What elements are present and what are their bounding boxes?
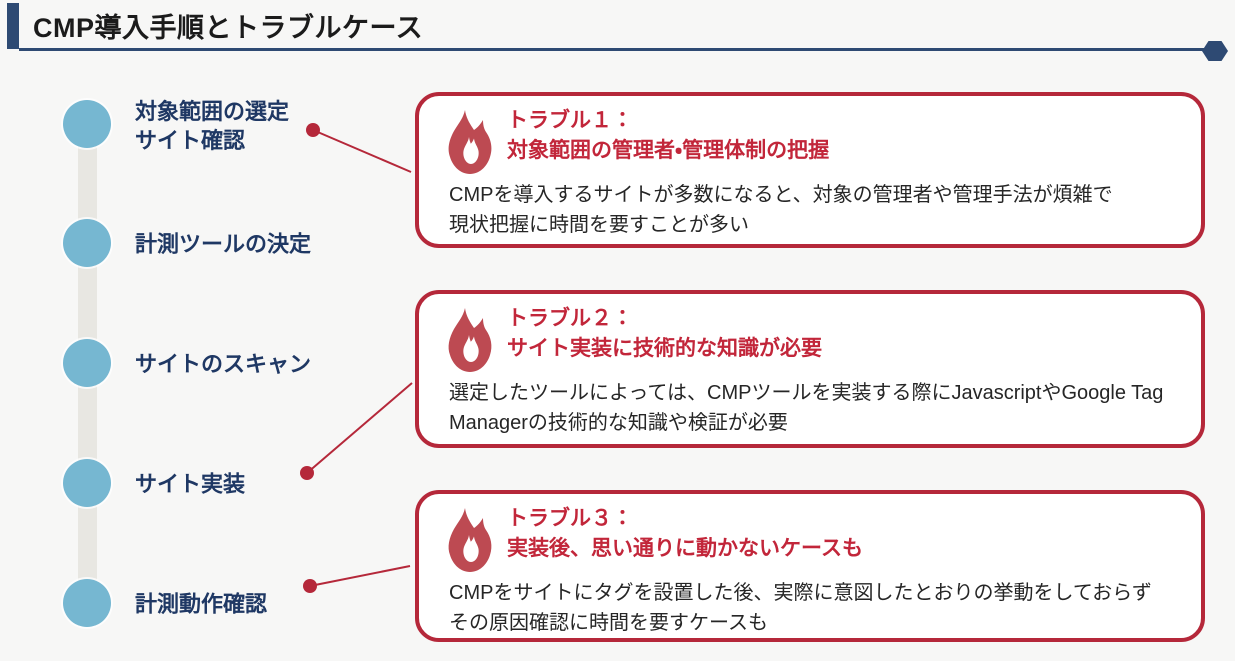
hexagon-icon (1202, 41, 1228, 61)
step-label-1: 対象範囲の選定 サイト確認 (135, 99, 290, 153)
fire-icon (441, 307, 497, 373)
title-accent-bar (7, 3, 19, 49)
step-label-2: 計測ツールの決定 (135, 231, 312, 257)
step-label-4: サイト実装 (135, 471, 246, 497)
title-underline (19, 48, 1211, 51)
trouble-body-3: CMPをサイトにタグを設置した後、実際に意図したとおりの挙動をしておらず その原… (449, 582, 1152, 634)
trouble-card-3: トラブル３： 実装後、思い通りに動かないケースも CMPをサイトにタグを設置した… (415, 490, 1205, 642)
step-circle-2 (63, 219, 111, 267)
trouble-body-1: CMPを導入するサイトが多数になると、対象の管理者や管理手法が煩雑で 現状把握に… (449, 184, 1113, 236)
page-title: CMP導入手順とトラブルケース (33, 13, 424, 43)
step-label-3: サイトのスキャン (135, 351, 312, 377)
step-circle-5 (63, 579, 111, 627)
fire-icon (441, 507, 497, 573)
trouble-title-1: トラブル１： 対象範囲の管理者・管理体制の把握 (507, 109, 830, 162)
step-circle-4 (63, 459, 111, 507)
fire-icon (441, 109, 497, 175)
step-circle-1 (63, 100, 111, 148)
trouble-card-1: トラブル１： 対象範囲の管理者・管理体制の把握 CMPを導入するサイトが多数にな… (415, 92, 1205, 248)
step-circle-3 (63, 339, 111, 387)
trouble-body-2: 選定したツールによっては、CMPツールを実装する際にJavascriptやGoo… (449, 382, 1164, 434)
trouble-card-2: トラブル２： サイト実装に技術的な知識が必要 選定したツールによっては、CMPツ… (415, 290, 1205, 448)
trouble-title-2: トラブル２： サイト実装に技術的な知識が必要 (507, 307, 822, 360)
step-label-5: 計測動作確認 (135, 591, 268, 617)
trouble-title-3: トラブル３： 実装後、思い通りに動かないケースも (507, 507, 863, 560)
